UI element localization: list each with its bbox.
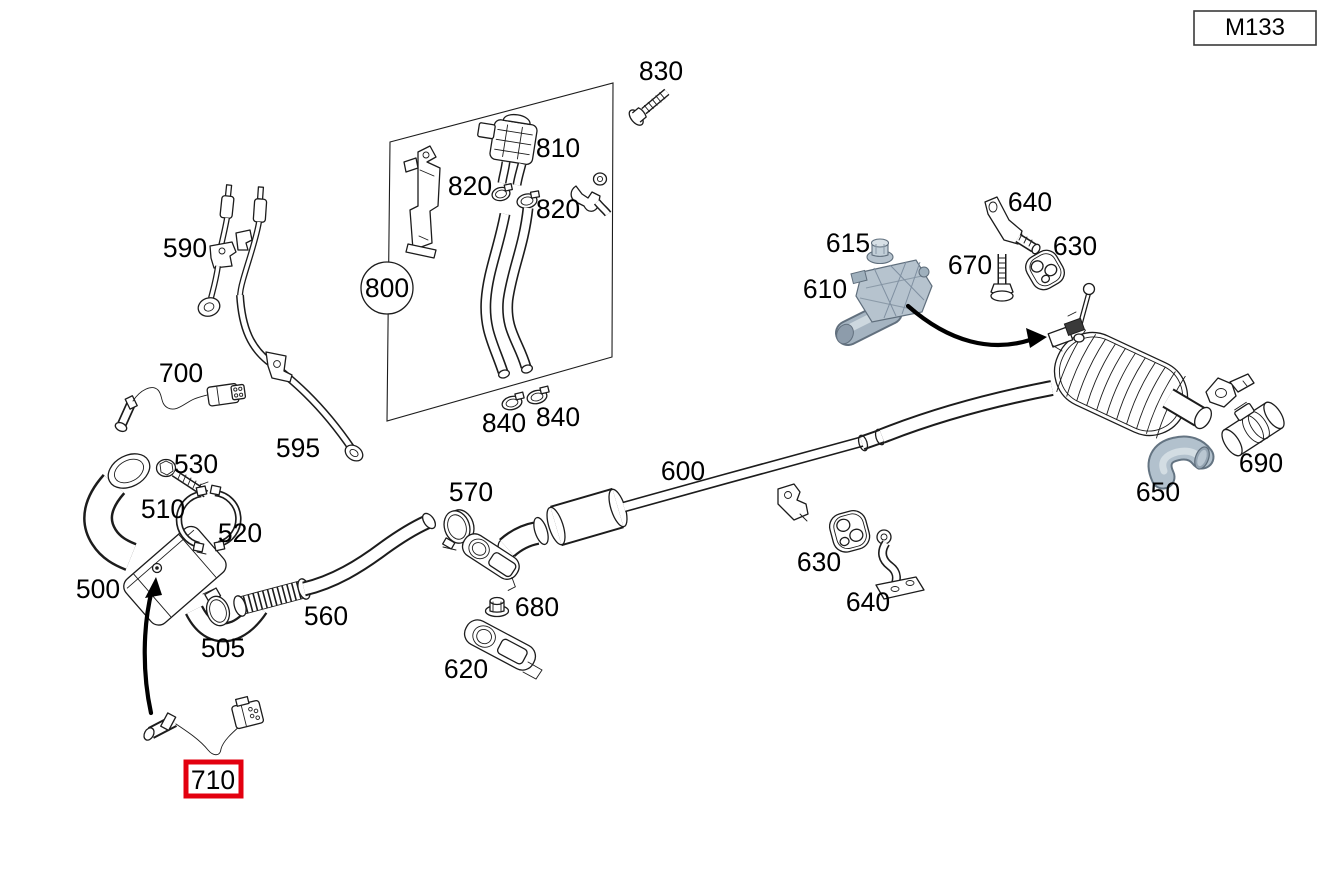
callout-570[interactable]: 570 — [449, 477, 493, 507]
callout-510[interactable]: 510 — [141, 494, 185, 524]
hose-right-800 — [502, 207, 534, 374]
callout-600[interactable]: 600 — [661, 456, 705, 486]
rear-o2-sensor-710 — [143, 695, 265, 756]
callout-640-rear[interactable]: 640 — [1008, 187, 1052, 217]
center-pipe-600 — [497, 380, 1054, 562]
bolt-530 — [155, 458, 209, 498]
callout-620[interactable]: 620 — [444, 654, 488, 684]
callout-610[interactable]: 610 — [803, 274, 847, 304]
clamp-570 — [442, 509, 475, 551]
callout-640-center[interactable]: 640 — [846, 587, 890, 617]
clamp-820-left — [491, 183, 513, 202]
clamp-half-510 — [175, 481, 209, 555]
rubber-mount-630-center — [828, 510, 871, 553]
callout-650[interactable]: 650 — [1136, 477, 1180, 507]
pointer-arrow-710 — [142, 577, 162, 716]
pressure-sensor-810 — [477, 113, 538, 186]
nut-680 — [484, 596, 510, 618]
callout-820-right[interactable]: 820 — [536, 194, 580, 224]
callout-630-rear[interactable]: 630 — [1053, 231, 1097, 261]
clamp-half-520 — [209, 484, 242, 552]
exhaust-tip-650 — [1147, 435, 1215, 490]
bracket-620 — [463, 619, 543, 680]
muffler-rear-hanger — [1205, 373, 1255, 408]
hose-left-800 — [480, 212, 511, 379]
mounting-bracket-800 — [403, 145, 441, 259]
callout-810[interactable]: 810 — [536, 133, 580, 163]
front-o2-sensor-700 — [114, 383, 247, 433]
hook-bracket-800 — [570, 172, 612, 217]
flap-actuator-610 — [835, 259, 933, 346]
sensor-kit-frame-800 — [360, 82, 614, 422]
hose-clamp-840-right — [526, 385, 550, 405]
callout-830[interactable]: 830 — [639, 56, 683, 86]
muffler-flap-mount — [1047, 282, 1096, 352]
pipe-595 — [236, 294, 364, 462]
nut-615 — [866, 238, 894, 265]
clamp-820-right — [516, 190, 541, 209]
callout-840-left[interactable]: 840 — [482, 408, 526, 438]
flange-bracket-600 — [461, 533, 520, 591]
callout-630-center[interactable]: 630 — [797, 547, 841, 577]
screw-830 — [628, 88, 670, 126]
highlight-box-710 — [183, 759, 244, 799]
tube-assembly-590 — [197, 184, 268, 317]
callout-800[interactable]: 800 — [365, 273, 409, 303]
callout-590[interactable]: 590 — [163, 233, 207, 263]
callout-530[interactable]: 530 — [174, 449, 218, 479]
callout-680[interactable]: 680 — [515, 592, 559, 622]
model-code-label: M133 — [1225, 14, 1285, 41]
hose-clamp-505 — [202, 587, 231, 627]
callout-820-left[interactable]: 820 — [448, 171, 492, 201]
rubber-mount-630-rear — [1025, 249, 1065, 291]
callout-505[interactable]: 505 — [201, 633, 245, 663]
hanger-640-rear — [984, 196, 1041, 255]
callout-500[interactable]: 500 — [76, 574, 120, 604]
hose-clamp-840-left — [501, 391, 525, 411]
bolt-670 — [990, 254, 1014, 302]
callout-595[interactable]: 595 — [276, 433, 320, 463]
callout-560[interactable]: 560 — [304, 601, 348, 631]
callout-615[interactable]: 615 — [826, 228, 870, 258]
pointer-arrow-610 — [905, 303, 1047, 348]
callout-710-highlighted[interactable]: 710 — [191, 765, 235, 795]
callout-700[interactable]: 700 — [159, 358, 203, 388]
callout-690[interactable]: 690 — [1239, 448, 1283, 478]
clamp-690 — [1221, 401, 1285, 457]
callout-670[interactable]: 670 — [948, 250, 992, 280]
model-code-box: M133 — [1193, 10, 1317, 46]
rear-muffler — [1047, 282, 1255, 439]
flex-pipe-560 — [233, 512, 437, 617]
callout-840-right[interactable]: 840 — [536, 402, 580, 432]
callout-520[interactable]: 520 — [218, 518, 262, 548]
bracket-640-center — [875, 529, 925, 600]
